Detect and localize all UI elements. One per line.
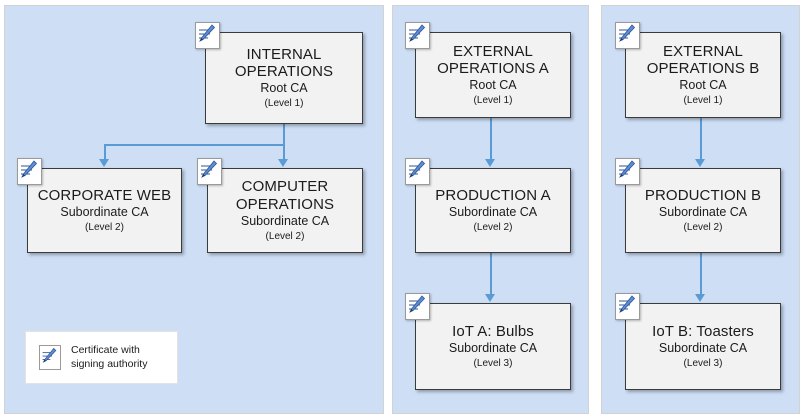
edge-segment-vertical	[700, 253, 702, 296]
node-title-line2: OPERATIONS	[234, 63, 334, 80]
certificate-signing-icon	[17, 158, 42, 185]
node-production-b[interactable]: PRODUCTION B Subordinate CA (Level 2)	[615, 158, 781, 253]
node-role: Subordinate CA	[448, 341, 538, 356]
node-title-line2: OPERATIONS	[235, 195, 335, 213]
node-corporate-web[interactable]: CORPORATE WEB Subordinate CA (Level 2)	[17, 158, 182, 253]
node-level: (Level 1)	[683, 95, 723, 107]
certificate-signing-icon	[405, 293, 430, 320]
arrowhead-computer-operations	[278, 159, 288, 167]
node-level: (Level 1)	[264, 98, 304, 110]
node-title-line1: INTERNAL	[246, 45, 322, 63]
arrowhead-corporate-web	[99, 159, 109, 167]
node-title-line1: COMPUTER	[241, 178, 329, 196]
arrowhead-production-b	[695, 159, 705, 167]
certificate-signing-icon	[39, 345, 61, 370]
legend-label-line1: Certificate with	[71, 343, 140, 356]
node-title-line1: PRODUCTION B	[644, 186, 762, 204]
node-title-line1: EXTERNAL	[663, 42, 743, 60]
node-title-line1: IoT B: Toasters	[652, 322, 754, 340]
edge-segment-vertical	[700, 118, 702, 161]
node-role: Subordinate CA	[448, 205, 538, 220]
node-level: (Level 2)	[265, 230, 305, 242]
node-level: (Level 2)	[85, 222, 124, 234]
node-title-line2: OPERATIONS B	[646, 60, 760, 77]
edge-segment-vertical	[490, 118, 492, 161]
arrowhead-iot-b	[695, 294, 705, 302]
node-level: (Level 3)	[473, 358, 513, 370]
legend: Certificate with signing authority	[25, 331, 178, 384]
arrowhead-production-a	[485, 159, 495, 167]
node-level: (Level 3)	[683, 358, 723, 370]
node-role: Subordinate CA	[658, 341, 748, 356]
node-title-line1: CORPORATE WEB	[37, 186, 172, 204]
node-internal-operations[interactable]: INTERNAL OPERATIONS Root CA (Level 1)	[195, 22, 363, 124]
node-level: (Level 2)	[473, 222, 513, 234]
edge-segment-vertical	[490, 253, 492, 296]
node-role: Subordinate CA	[658, 205, 748, 220]
node-title-line2: OPERATIONS A	[437, 60, 549, 77]
certificate-signing-icon	[405, 158, 430, 185]
edge-segment-vertical	[283, 144, 285, 161]
certificate-signing-icon	[615, 22, 640, 49]
node-role: Root CA	[679, 78, 727, 93]
node-external-operations-b[interactable]: EXTERNAL OPERATIONS B Root CA (Level 1)	[615, 22, 781, 118]
edge-segment-horizontal	[104, 144, 285, 146]
certificate-signing-icon	[195, 22, 220, 49]
certificate-signing-icon	[615, 158, 640, 185]
node-title-line1: EXTERNAL	[453, 42, 533, 60]
legend-label-line2: signing authority	[71, 357, 148, 370]
node-production-a[interactable]: PRODUCTION A Subordinate CA (Level 2)	[405, 158, 571, 253]
node-role: Subordinate CA	[60, 205, 149, 220]
edge-segment-vertical	[283, 124, 285, 145]
node-level: (Level 1)	[473, 95, 513, 107]
node-iot-b[interactable]: IoT B: Toasters Subordinate CA (Level 3)	[615, 293, 781, 390]
certificate-signing-icon	[615, 293, 640, 320]
node-role: Root CA	[260, 81, 308, 96]
edge-segment-vertical	[104, 144, 106, 161]
certificate-signing-icon	[197, 158, 222, 185]
node-title-line1: IoT A: Bulbs	[452, 322, 534, 340]
node-iot-a[interactable]: IoT A: Bulbs Subordinate CA (Level 3)	[405, 293, 571, 390]
node-role: Subordinate CA	[240, 213, 330, 228]
node-title-line1: PRODUCTION A	[435, 186, 551, 204]
certificate-signing-icon	[405, 22, 430, 49]
arrowhead-iot-a	[485, 294, 495, 302]
node-computer-operations[interactable]: COMPUTER OPERATIONS Subordinate CA (Leve…	[197, 158, 363, 253]
legend-label: Certificate with signing authority	[71, 344, 147, 372]
node-external-operations-a[interactable]: EXTERNAL OPERATIONS A Root CA (Level 1)	[405, 22, 571, 118]
node-role: Root CA	[469, 78, 517, 93]
node-level: (Level 2)	[683, 222, 723, 234]
